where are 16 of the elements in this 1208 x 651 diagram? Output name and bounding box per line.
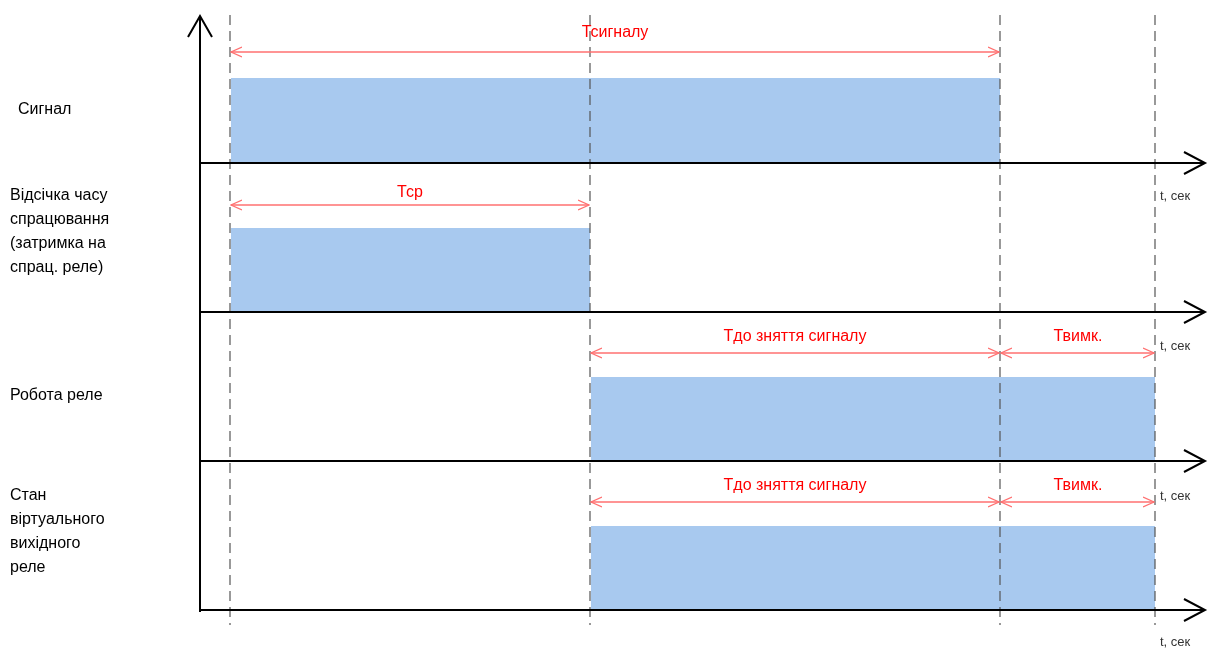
duration-label: Твимк. (1053, 327, 1103, 344)
axis-label: t, сек (1160, 488, 1191, 504)
row-label: Відсічка часу спрацювання (затримка на спрац. реле) (10, 185, 111, 277)
duration-label: Тср (397, 183, 423, 200)
signal-bar (231, 228, 590, 312)
row-label: Стан віртуального вихідного реле (10, 485, 106, 577)
signal-bar (591, 377, 1155, 461)
axis-label: t, сек (1160, 338, 1191, 354)
axis-label: t, сек (1160, 188, 1191, 204)
signal-bar (591, 526, 1155, 610)
duration-label: Тдо зняття сигналу (723, 476, 867, 493)
signal-bar (231, 78, 1000, 163)
axis-label: t, сек (1160, 634, 1191, 650)
duration-label: Твимк. (1053, 476, 1103, 493)
row-label: Сигнал (18, 99, 73, 119)
row-label: Робота реле (10, 385, 104, 405)
